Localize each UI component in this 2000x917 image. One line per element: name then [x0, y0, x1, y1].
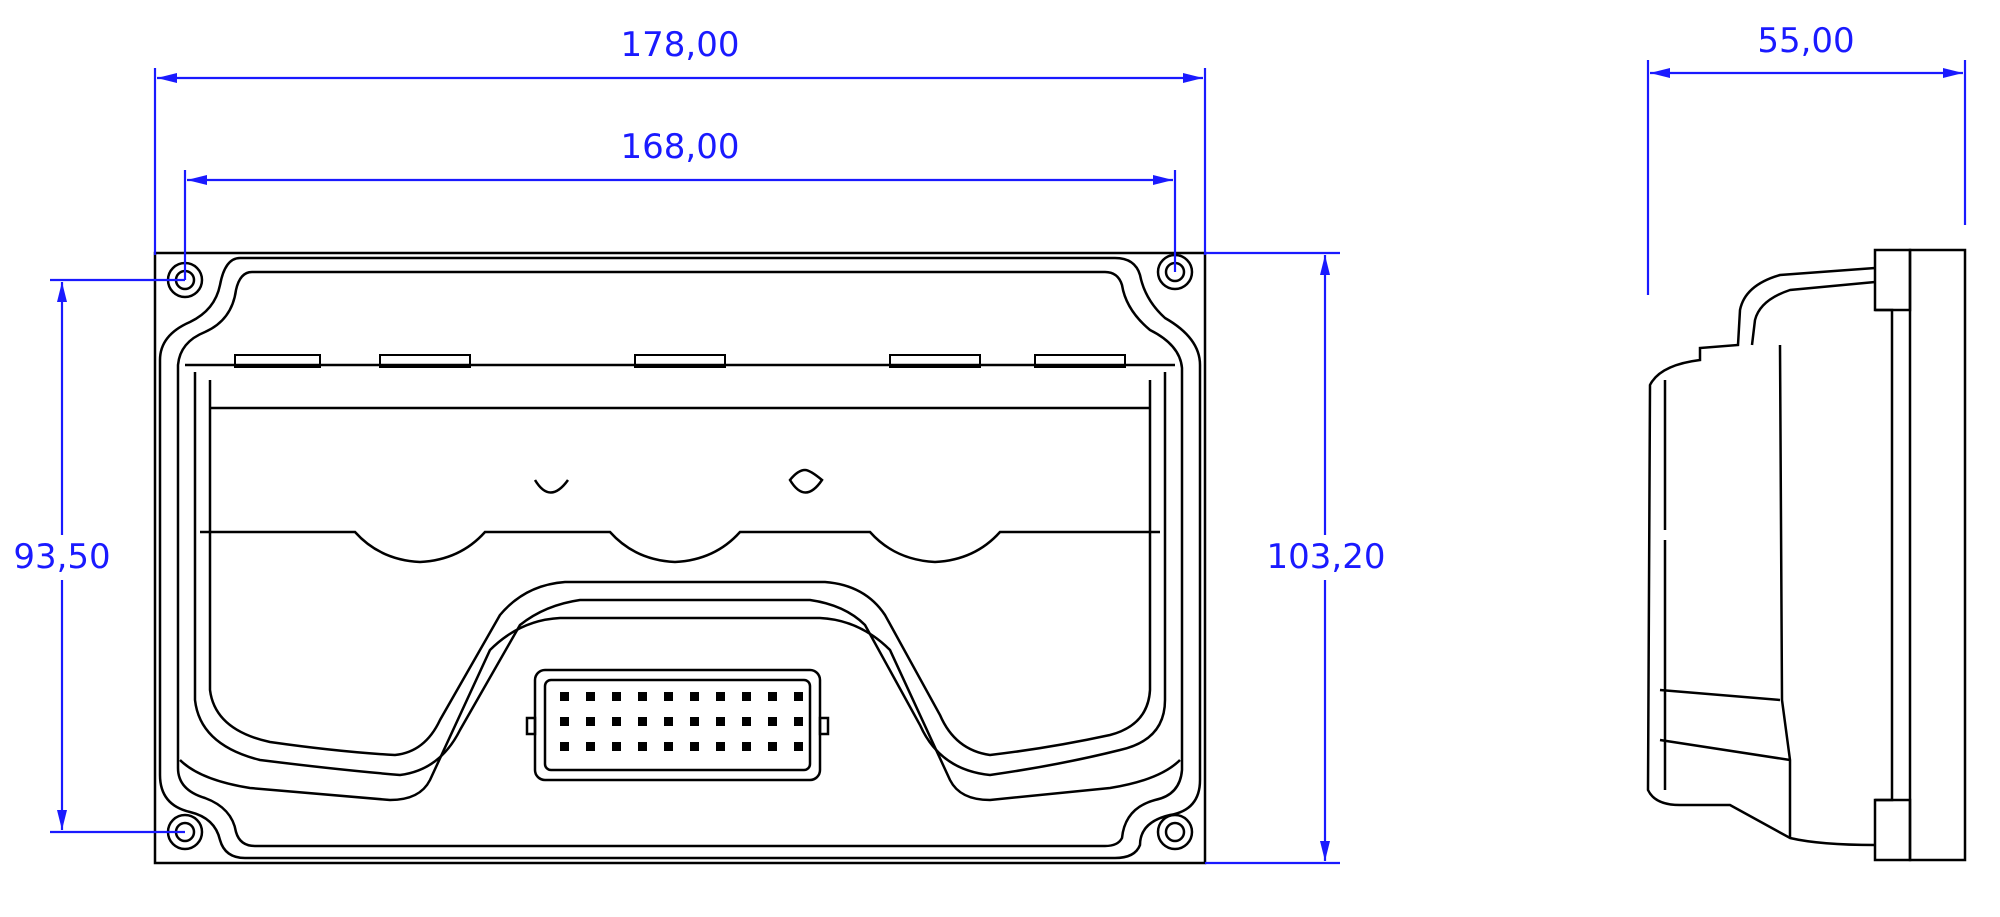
connector-pin [690, 742, 699, 751]
connector-pin [794, 692, 803, 701]
side-top-contour [1750, 280, 1876, 346]
divider-scallops [200, 530, 1160, 564]
side-flange [1908, 248, 1967, 862]
connector-pin [560, 742, 569, 751]
flange-outline [153, 251, 1207, 865]
bottom-contour [179, 616, 1181, 802]
connector-pin [612, 717, 621, 726]
connector-pin [638, 692, 647, 701]
top-clips [234, 354, 1126, 368]
dim-label-103: 103,20 [1267, 537, 1386, 577]
connector-pin [768, 717, 777, 726]
connector-pin [716, 692, 725, 701]
side-mid-line [1778, 344, 1792, 838]
connector-pin [586, 742, 595, 751]
side-flange-tab-bottom [1873, 798, 1912, 862]
dim-93-backdrop [0, 535, 125, 580]
connector-pin [586, 692, 595, 701]
connector-pin [664, 717, 673, 726]
connector-pin [664, 692, 673, 701]
dim-label-93: 93,50 [13, 537, 110, 577]
flange-frame-inner [176, 270, 1184, 848]
connector-pin [768, 742, 777, 751]
side-flange-tab-top [1873, 248, 1912, 312]
dim-label-168: 168,00 [621, 127, 740, 167]
connector-pins [560, 692, 803, 751]
connector-pin [690, 717, 699, 726]
side-view [1646, 248, 1967, 862]
dim-label-178: 178,00 [621, 25, 740, 65]
connector-pin [742, 742, 751, 751]
flange-frame [158, 256, 1202, 860]
connector-pin [560, 717, 569, 726]
connector-pin [716, 717, 725, 726]
side-inner-flange [1875, 308, 1894, 802]
inner-body-outline [193, 372, 1167, 777]
front-view [153, 251, 1207, 865]
connector-pin [560, 692, 569, 701]
connector-pin [638, 717, 647, 726]
connector [525, 668, 830, 782]
side-body-outline [1646, 266, 1876, 847]
dim-label-55: 55,00 [1757, 21, 1854, 61]
connector-pin [612, 742, 621, 751]
connector-pin [638, 742, 647, 751]
dim-103-backdrop [1262, 535, 1392, 580]
connector-pin [742, 717, 751, 726]
connector-pin [690, 692, 699, 701]
side-lower-lines [1659, 688, 1791, 762]
connector-pin [664, 742, 673, 751]
connector-pin [716, 742, 725, 751]
inner-body-inner [208, 380, 1152, 757]
connector-pin [586, 717, 595, 726]
connector-pin [768, 692, 777, 701]
mounting-hole-bottom-right [1156, 813, 1194, 851]
alignment-mark-right [788, 468, 824, 494]
connector-pin [612, 692, 621, 701]
connector-pin [794, 742, 803, 751]
connector-pin [742, 692, 751, 701]
connector-pin [794, 717, 803, 726]
alignment-mark-left [533, 479, 570, 494]
dimensions [50, 60, 1967, 865]
